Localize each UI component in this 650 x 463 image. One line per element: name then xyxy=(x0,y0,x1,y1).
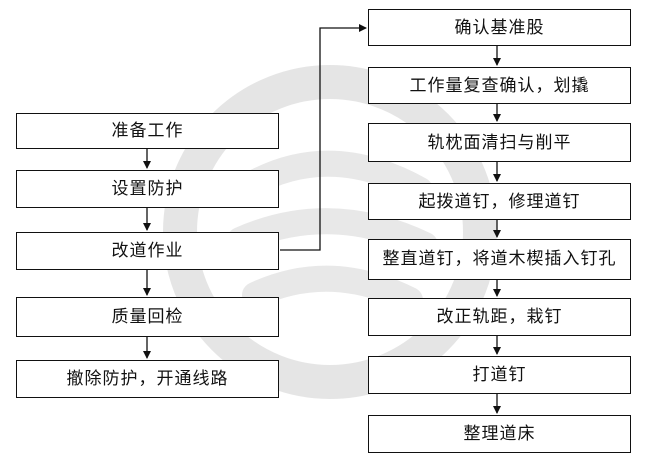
step-box-prepare: 准备工作 xyxy=(16,113,279,149)
step-label: 打道钉 xyxy=(472,365,527,385)
step-label: 准备工作 xyxy=(111,121,184,141)
step-label: 整理道床 xyxy=(463,424,536,444)
step-box-remove-protection: 撤除防护，开通线路 xyxy=(16,360,279,398)
step-box-modify-track: 改道作业 xyxy=(16,232,279,270)
step-label: 设置防护 xyxy=(111,179,184,199)
step-label: 改道作业 xyxy=(111,241,184,261)
step-box-review-workload: 工作量复查确认，划撬 xyxy=(368,67,631,104)
step-label: 质量回检 xyxy=(111,307,184,327)
step-box-tidy-ballast: 整理道床 xyxy=(368,415,631,453)
step-box-pull-spikes: 起拨道钉，修理道钉 xyxy=(368,183,631,220)
step-box-confirm-base-rail: 确认基准股 xyxy=(368,9,631,46)
step-label: 改正轨距，栽钉 xyxy=(436,307,563,327)
step-box-clean-tie-surface: 轨枕面清扫与削平 xyxy=(368,123,631,162)
step-box-straighten-spikes: 整直道钉，将道木楔插入钉孔 xyxy=(368,239,631,280)
step-box-quality-check: 质量回检 xyxy=(16,297,279,337)
step-box-correct-gauge: 改正轨距，栽钉 xyxy=(368,298,631,336)
step-box-set-protection: 设置防护 xyxy=(16,170,279,208)
arrow-modify-to-confirm-base-rail xyxy=(280,24,367,251)
step-label: 轨枕面清扫与削平 xyxy=(427,132,572,153)
step-label: 工作量复查确认，划撬 xyxy=(409,75,590,96)
step-label: 整直道钉，将道木楔插入钉孔 xyxy=(382,249,617,269)
step-box-drive-spikes: 打道钉 xyxy=(368,356,631,394)
step-label: 撤除防护，开通线路 xyxy=(66,369,229,389)
step-label: 确认基准股 xyxy=(454,17,545,38)
step-label: 起拨道钉，修理道钉 xyxy=(418,191,581,212)
